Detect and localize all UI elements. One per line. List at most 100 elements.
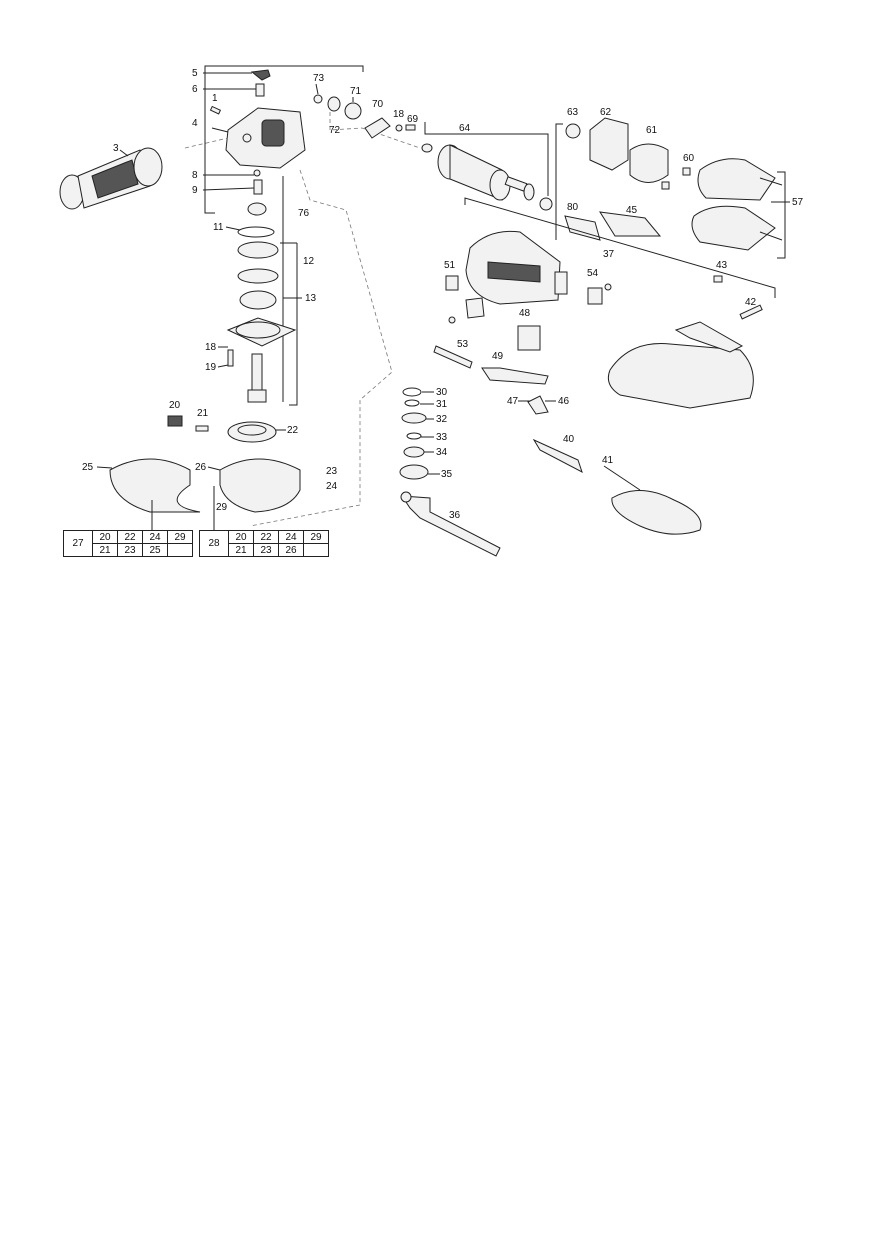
kit-part: 24 bbox=[278, 530, 304, 544]
kit-part: 20 bbox=[228, 530, 254, 544]
guard-clamp-22 bbox=[227, 421, 277, 443]
callout-71: 71 bbox=[350, 86, 362, 97]
kit-part: 20 bbox=[92, 530, 118, 544]
callout-23: 23 bbox=[326, 466, 338, 477]
callout-31: 31 bbox=[436, 399, 448, 410]
callout-37: 37 bbox=[603, 249, 615, 260]
kit-table-27: 27 20 22 24 29 21 23 25 bbox=[63, 530, 193, 557]
fan-baffle-bracket bbox=[555, 123, 563, 240]
callout-20: 20 bbox=[169, 400, 181, 411]
callout-8: 8 bbox=[192, 170, 198, 181]
callout-21: 21 bbox=[197, 408, 209, 419]
callout-62: 62 bbox=[600, 107, 612, 118]
small-parts-top bbox=[209, 69, 271, 216]
callout-18: 18 bbox=[205, 342, 217, 353]
callout-42: 42 bbox=[745, 297, 757, 308]
kit-part: 23 bbox=[117, 543, 143, 557]
callout-76: 76 bbox=[298, 208, 310, 219]
callout-60: 60 bbox=[683, 153, 695, 164]
armature bbox=[421, 143, 553, 211]
latch-20-21 bbox=[167, 415, 209, 432]
callout-61: 61 bbox=[646, 125, 658, 136]
callout-13: 13 bbox=[305, 293, 317, 304]
callout-49: 49 bbox=[492, 351, 504, 362]
spindle-stack bbox=[226, 226, 297, 403]
kit-part: 29 bbox=[303, 530, 329, 544]
armature-bracket bbox=[424, 122, 549, 196]
kit-part bbox=[167, 543, 193, 557]
callout-69: 69 bbox=[407, 114, 419, 125]
motor-housing-bracket bbox=[777, 171, 786, 259]
kit-part: 23 bbox=[253, 543, 279, 557]
kit-part: 22 bbox=[253, 530, 279, 544]
callout-25: 25 bbox=[82, 462, 94, 473]
main-housing-bracket bbox=[464, 197, 776, 298]
gear-housing bbox=[211, 107, 306, 169]
callout-64: 64 bbox=[459, 123, 471, 134]
callout-51: 51 bbox=[444, 260, 456, 271]
callout-12: 12 bbox=[303, 256, 315, 267]
callout-34: 34 bbox=[436, 447, 448, 458]
callout-45: 45 bbox=[626, 205, 638, 216]
cord-protector-40 bbox=[532, 438, 583, 474]
callout-32: 32 bbox=[436, 414, 448, 425]
motor-small-parts bbox=[313, 94, 416, 139]
flange-stack bbox=[399, 387, 429, 480]
callout-4: 4 bbox=[192, 118, 198, 129]
callout-48: 48 bbox=[519, 308, 531, 319]
guard-26 bbox=[219, 458, 301, 513]
callout-5: 5 bbox=[192, 68, 198, 79]
callout-72: 72 bbox=[329, 125, 341, 136]
guard-25 bbox=[109, 458, 201, 513]
callout-18-motor: 18 bbox=[393, 109, 405, 120]
callout-19: 19 bbox=[205, 362, 217, 373]
callout-40: 40 bbox=[563, 434, 575, 445]
kit-part: 24 bbox=[142, 530, 168, 544]
kit-part: 26 bbox=[278, 543, 304, 557]
main-housing-front bbox=[465, 230, 568, 305]
callout-63: 63 bbox=[567, 107, 579, 118]
callout-73: 73 bbox=[313, 73, 325, 84]
kit-part: 22 bbox=[117, 530, 143, 544]
kit-number: 28 bbox=[199, 530, 229, 557]
callout-labels: 5 6 1 4 3 8 9 11 12 13 18 19 20 21 22 23… bbox=[82, 68, 804, 521]
callout-80: 80 bbox=[567, 202, 579, 213]
callout-41: 41 bbox=[602, 455, 614, 466]
callout-53: 53 bbox=[457, 339, 469, 350]
kit-part bbox=[303, 543, 329, 557]
kit-number: 27 bbox=[63, 530, 93, 557]
callout-24: 24 bbox=[326, 481, 338, 492]
callout-3: 3 bbox=[113, 143, 119, 154]
callout-6: 6 bbox=[192, 84, 198, 95]
callout-29: 29 bbox=[216, 502, 228, 513]
callout-22: 22 bbox=[287, 425, 299, 436]
callout-46: 46 bbox=[558, 396, 570, 407]
spanner-36 bbox=[400, 491, 501, 557]
callout-70: 70 bbox=[372, 99, 384, 110]
callout-43: 43 bbox=[716, 260, 728, 271]
electronics-parts bbox=[433, 275, 612, 415]
switch-plate bbox=[564, 211, 662, 241]
callout-11: 11 bbox=[213, 222, 224, 233]
callout-47: 47 bbox=[507, 396, 519, 407]
rear-housing bbox=[607, 275, 763, 409]
callout-57: 57 bbox=[792, 197, 804, 208]
callout-1: 1 bbox=[212, 93, 218, 104]
callout-26: 26 bbox=[195, 462, 207, 473]
kit-table-28: 28 20 22 24 29 21 23 26 bbox=[199, 530, 329, 557]
callout-54: 54 bbox=[587, 268, 599, 279]
kit-part: 29 bbox=[167, 530, 193, 544]
callout-30: 30 bbox=[436, 387, 448, 398]
motor-housing-57 bbox=[691, 158, 783, 251]
callout-leaders bbox=[96, 72, 790, 475]
kit-part: 21 bbox=[92, 543, 118, 557]
baffle-parts bbox=[565, 117, 691, 190]
callout-35: 35 bbox=[441, 469, 453, 480]
callout-33: 33 bbox=[436, 432, 448, 443]
callout-9: 9 bbox=[192, 185, 198, 196]
gear-head-bracket bbox=[204, 65, 364, 406]
callout-36: 36 bbox=[449, 510, 461, 521]
kit-part: 21 bbox=[228, 543, 254, 557]
